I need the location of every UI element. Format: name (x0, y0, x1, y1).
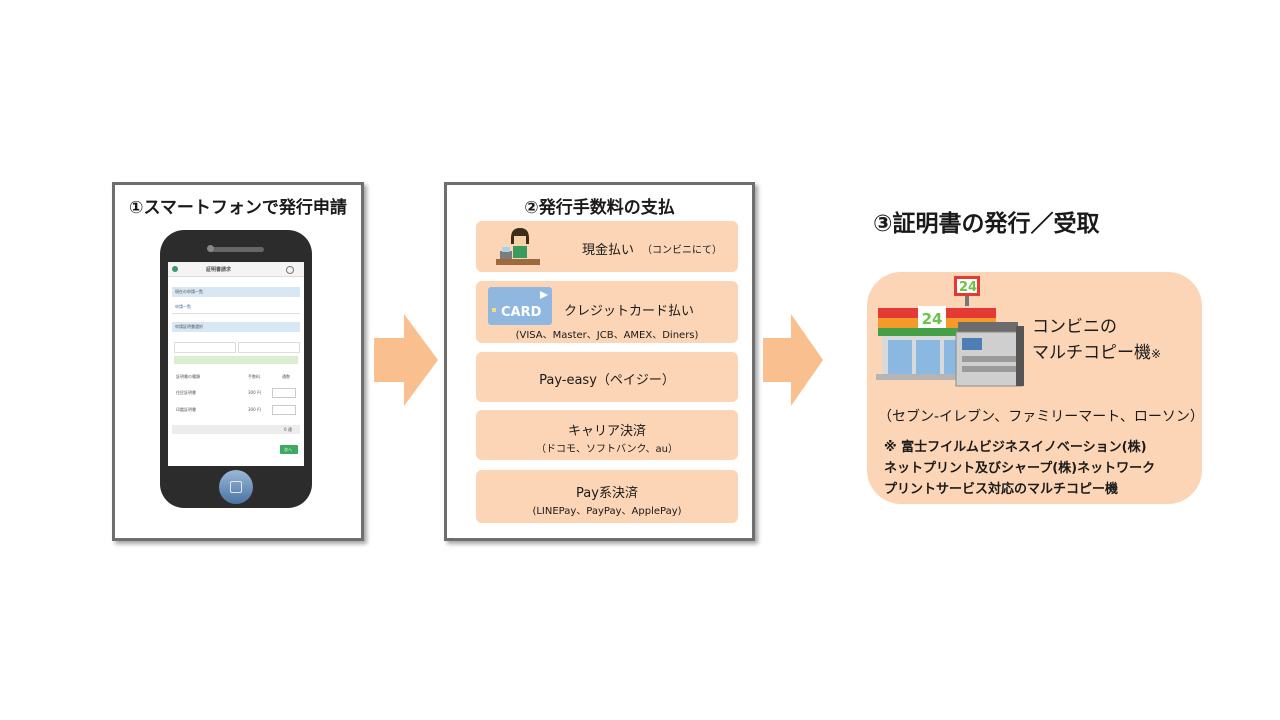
step1-title: ①スマートフォンで発行申請 (129, 198, 347, 218)
step2-title: ②発行手数料の支払 (524, 198, 675, 218)
home-square-icon (230, 481, 242, 493)
row2-name: 印鑑証明書 (176, 407, 196, 412)
section-bar-2 (172, 322, 300, 332)
store-sign-24: 24 (958, 280, 978, 295)
cashier-icon (496, 228, 540, 265)
row1-count-select[interactable] (272, 388, 296, 398)
machine-note-mark: ※ (1151, 347, 1162, 361)
phone-screen: 証明書請求 現在の申請一覧 申請一覧 申請証明書選択 証明書の種類 手数料 通数… (168, 262, 304, 466)
machine-line2: マルチコピー機※ (1032, 338, 1161, 363)
store-list: （セブン-イレブン、ファミリーマート、ローソン） (878, 409, 1204, 425)
convenience-store-icon (876, 276, 1024, 387)
footnote-line2: ネットプリント及びシャープ(株)ネットワーク (884, 461, 1156, 476)
column-fee: 手数料 (248, 374, 260, 379)
option-pay-apps: Pay系決済 (LINEPay、PayPay、ApplePay) (476, 470, 738, 523)
arrow-right-2 (763, 314, 823, 406)
credit-card-icon (488, 287, 552, 325)
section1-label: 現在の申請一覧 (175, 289, 203, 294)
pay-apps-label: Pay系決済 (576, 486, 638, 501)
step2-panel: ②発行手数料の支払 現金払い （コンビニにて） CARD クレジットカード払い … (444, 182, 755, 541)
screen-header (168, 262, 304, 277)
section2-label: 申請証明書選択 (175, 324, 203, 329)
divider-1 (172, 313, 300, 314)
store-front-24: 24 (921, 310, 943, 328)
footnote-line1: ※ 富士フイルムビジネスイノベーション(株) (884, 440, 1147, 455)
total-bar (172, 425, 300, 434)
option-credit-card: CARD クレジットカード払い (VISA、Master、JCB、AMEX、Di… (476, 281, 738, 343)
arrow-right-1 (374, 314, 438, 406)
next-button-label: 次へ (284, 447, 292, 452)
total-count: 0 通 (284, 427, 292, 432)
row1-fee: 300 円 (248, 390, 261, 395)
option-carrier: キャリア決済 （ドコモ、ソフトバンク、au） (476, 410, 738, 460)
select-bar[interactable] (174, 356, 298, 364)
machine-line1: コンビニの (1032, 317, 1117, 337)
carrier-label: キャリア決済 (567, 424, 646, 439)
input-field-2[interactable] (238, 342, 300, 353)
row1-name: 住民証明書 (176, 390, 196, 395)
section-bar-1 (172, 287, 300, 297)
phone-home-button (219, 470, 253, 504)
carrier-note: （ドコモ、ソフトバンク、au） (535, 444, 679, 455)
next-button[interactable] (280, 445, 298, 454)
row2-count-select[interactable] (272, 405, 296, 415)
cash-label: 現金払い (582, 243, 635, 258)
card-text: CARD (501, 305, 542, 320)
option-cash: 現金払い （コンビニにて） (476, 221, 738, 272)
phone-camera (207, 245, 214, 252)
pay-apps-note: (LINEPay、PayPay、ApplePay) (532, 506, 682, 517)
input-field-1[interactable] (174, 342, 236, 353)
screen-menu-icon[interactable] (286, 266, 294, 274)
phone-speaker (208, 247, 264, 252)
app-title: 証明書請求 (206, 267, 232, 273)
pay-easy-label: Pay-easy（ペイジー） (539, 373, 675, 388)
column-cert-type: 証明書の種類 (176, 374, 200, 379)
cash-note: （コンビニにて） (642, 245, 722, 256)
app-logo-icon (172, 266, 178, 272)
credit-label: クレジットカード払い (564, 304, 695, 319)
footnote-line3: プリントサービス対応のマルチコピー機 (884, 482, 1119, 497)
machine-line2-text: マルチコピー機 (1032, 343, 1151, 363)
row2-fee: 300 円 (248, 407, 261, 412)
step3-title: ③証明書の発行／受取 (873, 211, 1100, 237)
request-list-link[interactable]: 申請一覧 (175, 304, 191, 309)
credit-note: (VISA、Master、JCB、AMEX、Diners) (515, 330, 699, 341)
column-count: 通数 (282, 374, 290, 379)
option-pay-easy: Pay-easy（ペイジー） (476, 352, 738, 402)
